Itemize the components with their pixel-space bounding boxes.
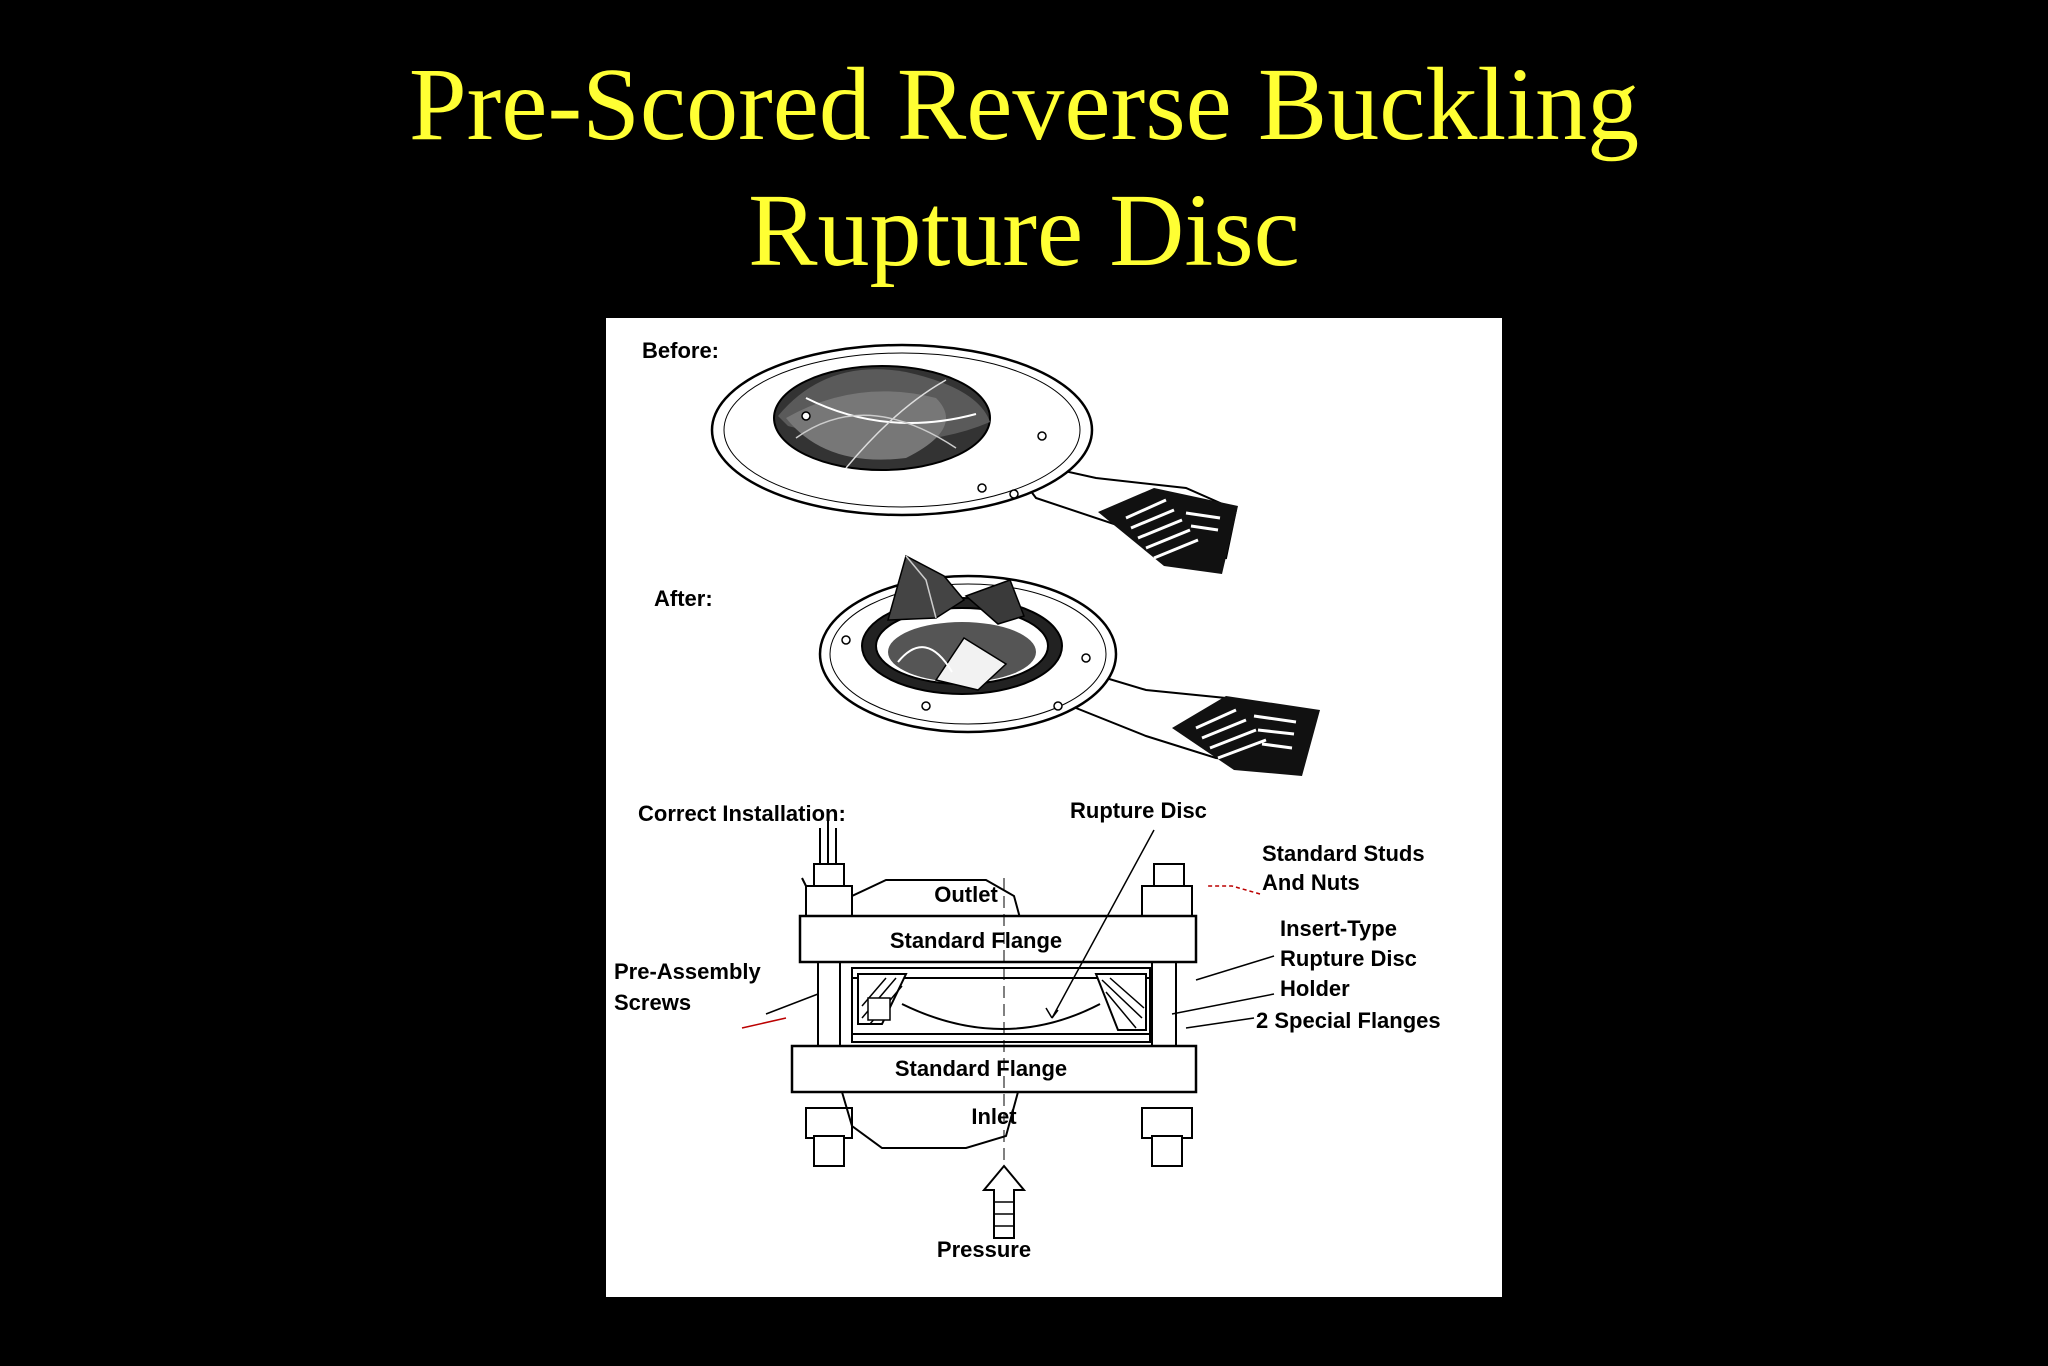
installation-drawing [790,818,1198,1239]
insert-callout-line2: Rupture Disc [1280,946,1417,971]
screws-callout-line1: Pre-Assembly [614,959,762,984]
after-label: After: [654,586,713,611]
title-line-2: Rupture Disc [748,173,1300,288]
title-line-1: Pre-Scored Reverse Buckling [408,47,1640,162]
outlet-label: Outlet [934,882,998,907]
pressure-label: Pressure [937,1237,1031,1262]
special-flanges-callout: 2 Special Flanges [1256,1008,1441,1033]
bottom-flange-label: Standard Flange [895,1056,1067,1081]
figure-drawing: Before: [614,338,1441,1262]
inlet-label: Inlet [971,1104,1017,1129]
disc-before-illustration [710,343,1238,574]
installation-label: Correct Installation: [638,801,846,826]
insert-callout-line3: Holder [1280,976,1350,1001]
studs-callout-line2: And Nuts [1262,870,1360,895]
disc-after-illustration [818,554,1320,776]
rupture-disc-figure: Before: [606,318,1502,1297]
studs-callout-line1: Standard Studs [1262,841,1425,866]
leader-lines [741,829,1275,1029]
insert-callout-line1: Insert-Type [1280,916,1397,941]
screws-callout-line2: Screws [614,990,691,1015]
top-flange-label: Standard Flange [890,928,1062,953]
rupture-disc-callout: Rupture Disc [1070,798,1207,823]
slide-title: Pre-Scored Reverse Buckling Rupture Disc [0,42,2048,294]
before-label: Before: [642,338,719,363]
